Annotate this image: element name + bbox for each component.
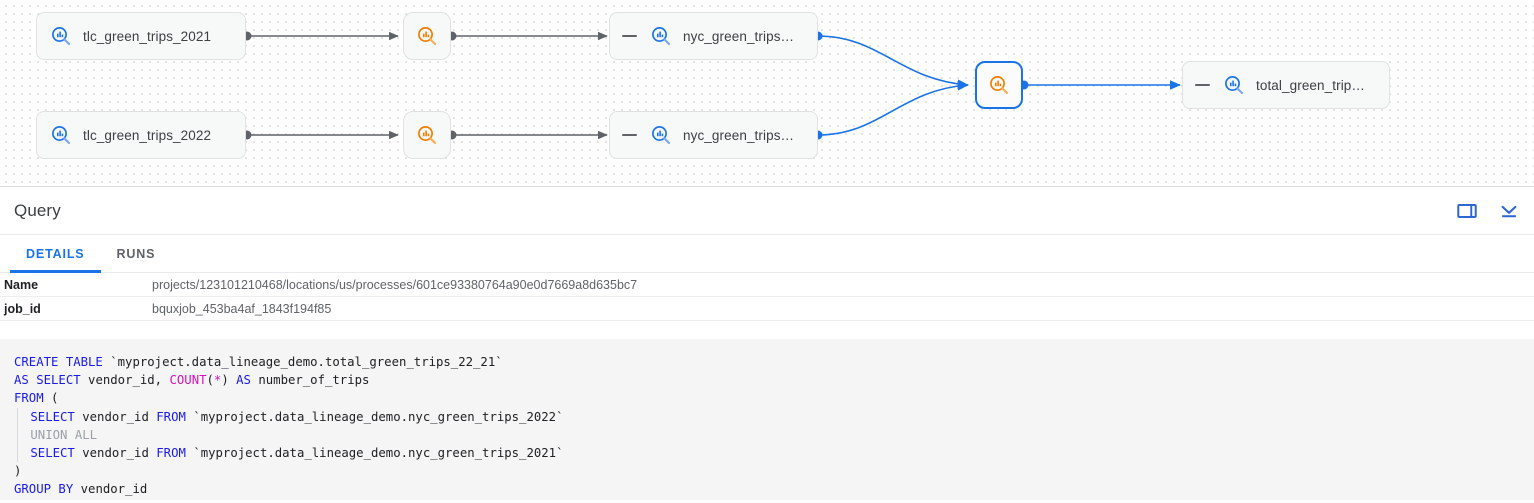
job-search-icon [990, 76, 1009, 95]
lineage-node-job-selected[interactable] [975, 61, 1023, 109]
lineage-node-job-2[interactable] [403, 111, 451, 159]
panel-tab-bar: DETAILS RUNS [0, 235, 1534, 273]
lineage-node-label: tlc_green_trips_2021 [83, 28, 212, 44]
lineage-node-job-1[interactable] [403, 12, 451, 60]
lineage-node-total-green-trips[interactable]: total_green_trip… [1182, 61, 1390, 109]
query-panel-header: Query [0, 187, 1534, 235]
lineage-node-label: total_green_trip… [1256, 77, 1366, 93]
detail-key: job_id [4, 301, 41, 316]
lineage-node-nyc-green-trips-bottom[interactable]: nyc_green_trips… [609, 111, 818, 159]
table-search-icon [52, 126, 71, 145]
collapse-node-icon[interactable] [622, 35, 637, 37]
sql-code-text: CREATE TABLE `myproject.data_lineage_dem… [14, 355, 564, 497]
lineage-node-tlc-green-trips-2021[interactable]: tlc_green_trips_2021 [36, 12, 246, 60]
lineage-node-label: nyc_green_trips… [683, 28, 795, 44]
collapse-node-icon[interactable] [622, 134, 637, 136]
side-panel-toggle-icon[interactable] [1456, 200, 1478, 222]
node-output-port[interactable] [1019, 80, 1029, 90]
lineage-node-nyc-green-trips-top[interactable]: nyc_green_trips… [609, 12, 818, 60]
node-output-port[interactable] [813, 130, 823, 140]
node-output-port[interactable] [242, 130, 252, 140]
tab-details[interactable]: DETAILS [10, 235, 101, 273]
collapse-panel-icon[interactable] [1498, 200, 1520, 222]
collapse-node-icon[interactable] [1195, 84, 1210, 86]
node-output-port[interactable] [447, 130, 457, 140]
table-search-icon [652, 126, 671, 145]
node-output-port[interactable] [813, 31, 823, 41]
job-search-icon [418, 126, 437, 145]
lineage-graph-canvas[interactable]: tlc_green_trips_2021 tlc_green_trips_202… [0, 0, 1534, 187]
table-search-icon [1225, 76, 1244, 95]
panel-header-actions [1456, 200, 1520, 222]
detail-value: projects/123101210468/locations/us/proce… [152, 277, 638, 292]
node-output-port[interactable] [242, 31, 252, 41]
sql-code-block[interactable]: CREATE TABLE `myproject.data_lineage_dem… [0, 339, 1534, 500]
detail-key: Name [4, 277, 39, 292]
details-table: Name projects/123101210468/locations/us/… [0, 273, 1534, 321]
detail-row-job-id: job_id bquxjob_453ba4af_1843f194f85 [0, 297, 1534, 321]
detail-row-name: Name projects/123101210468/locations/us/… [0, 273, 1534, 297]
job-search-icon [418, 27, 437, 46]
lineage-node-label: tlc_green_trips_2022 [83, 127, 212, 143]
node-output-port[interactable] [447, 31, 457, 41]
page-title: Query [14, 200, 61, 220]
lineage-node-tlc-green-trips-2022[interactable]: tlc_green_trips_2022 [36, 111, 246, 159]
query-details-panel: Query DETAILS RUNS Name projects/1231012… [0, 187, 1534, 503]
table-search-icon [52, 27, 71, 46]
detail-value: bquxjob_453ba4af_1843f194f85 [152, 301, 332, 316]
tab-runs[interactable]: RUNS [116, 246, 156, 261]
lineage-node-label: nyc_green_trips… [683, 127, 795, 143]
table-search-icon [652, 27, 671, 46]
